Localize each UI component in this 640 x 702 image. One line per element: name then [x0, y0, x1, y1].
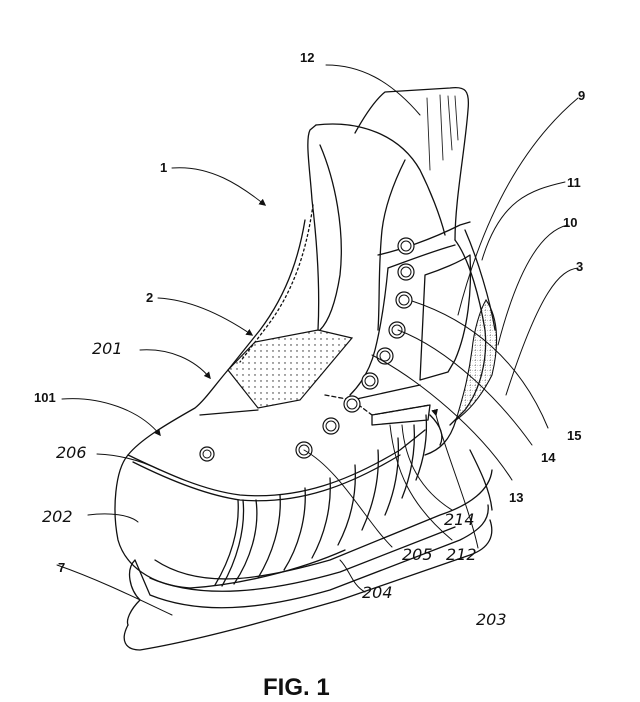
label-101: 101 [34, 390, 56, 405]
label-13: 13 [509, 490, 523, 505]
eyelet [397, 263, 415, 281]
label-1: 1 [160, 160, 167, 175]
label-201: 201 [92, 339, 123, 358]
blade-holder [123, 449, 493, 651]
toe-cap [114, 429, 426, 589]
label-212: 212 [446, 545, 477, 564]
label-203: 203 [476, 610, 507, 629]
boot-upper [127, 86, 498, 456]
figure-caption: FIG. 1 [263, 674, 330, 701]
label-15: 15 [567, 428, 581, 443]
label-214: 214 [444, 510, 475, 529]
label-3: 3 [576, 259, 583, 274]
label-14: 14 [541, 450, 556, 465]
handwritten-labels: 201 202 203 204 205 206 212 214 [42, 339, 507, 629]
reference-labels: 1 2 3 7 9 10 11 12 13 14 15 101 [34, 50, 585, 575]
label-11: 11 [567, 175, 581, 190]
eyelet [343, 395, 361, 413]
eyelet [395, 291, 413, 309]
label-9: 9 [578, 88, 585, 103]
eyelet [322, 417, 340, 435]
eyelet [199, 446, 215, 462]
eyelet [388, 321, 406, 339]
eyelet [397, 237, 415, 255]
eyelet [361, 372, 379, 390]
leader-lines [56, 64, 579, 616]
label-205: 205 [402, 545, 433, 564]
label-2: 2 [146, 290, 153, 305]
label-204: 204 [362, 583, 393, 602]
label-10: 10 [563, 215, 577, 230]
label-12: 12 [300, 50, 314, 65]
label-202: 202 [42, 507, 73, 526]
label-7: 7 [58, 560, 65, 575]
side-ribs [233, 414, 428, 585]
label-206: 206 [56, 443, 87, 462]
